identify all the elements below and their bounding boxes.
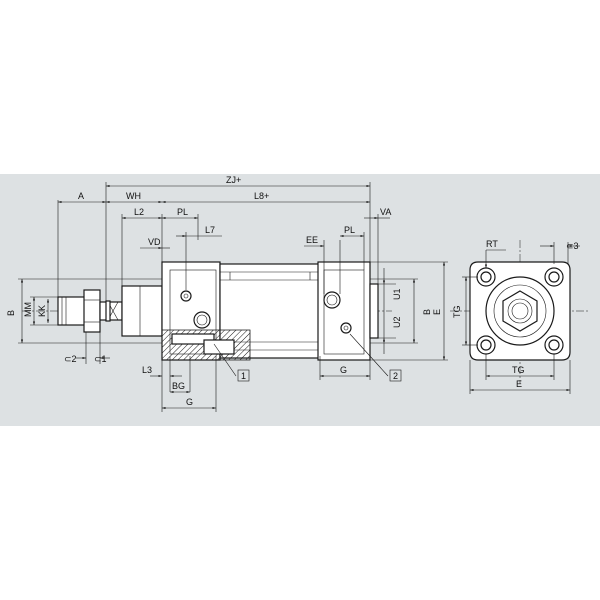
screw-front-top	[180, 290, 192, 302]
label-U2: U2	[392, 316, 402, 328]
label-B-left: B	[6, 310, 16, 316]
label-WH: WH	[126, 191, 141, 201]
label-E-mid: E	[432, 309, 442, 315]
callout-box-2	[389, 369, 402, 382]
label-VD: VD	[148, 237, 161, 247]
label-C1: ⊂1	[94, 354, 107, 364]
label-C2: ⊂2	[64, 354, 77, 364]
rod-nut	[83, 289, 101, 333]
label-callout-1: 1	[241, 371, 246, 381]
label-L2: L2	[134, 207, 144, 217]
label-E-bottom: E	[516, 379, 522, 389]
port-rear	[323, 291, 341, 309]
piston-rod	[99, 301, 123, 321]
label-RT: RT	[486, 239, 498, 249]
label-TG-horizontal: TG	[512, 365, 525, 375]
label-KK: KK	[37, 305, 47, 317]
rod-thread	[57, 296, 87, 326]
front-bushing	[121, 285, 163, 337]
screw-rear	[340, 322, 352, 334]
end-view	[450, 240, 590, 394]
label-G-right: G	[340, 365, 347, 375]
label-ZJ: ZJ+	[226, 175, 241, 185]
label-A: A	[78, 191, 84, 201]
port-front	[193, 311, 211, 329]
rear-boss	[369, 283, 379, 339]
label-C3: ⊂3	[566, 241, 579, 251]
label-B-mid: B	[422, 309, 432, 315]
label-VA: VA	[380, 207, 391, 217]
side-view	[18, 182, 448, 412]
label-EE: EE	[306, 235, 318, 245]
label-U1: U1	[392, 288, 402, 300]
label-L8: L8+	[254, 191, 269, 201]
dimension-labels: A WH ZJ+ L8+ L2 PL VA L7 VD EE PL B MM K…	[6, 175, 579, 407]
label-L7: L7	[205, 225, 215, 235]
callout-box-1	[237, 369, 250, 382]
label-TG-vertical: TG	[452, 306, 462, 319]
rear-cap	[317, 261, 371, 361]
label-PL-top: PL	[177, 207, 188, 217]
label-G-bottom: G	[186, 397, 193, 407]
label-callout-2: 2	[393, 371, 398, 381]
label-MM: MM	[23, 302, 33, 317]
label-L3: L3	[142, 365, 152, 375]
hex-nut	[502, 290, 538, 332]
label-BG: BG	[172, 381, 185, 391]
label-PL-right: PL	[344, 225, 355, 235]
